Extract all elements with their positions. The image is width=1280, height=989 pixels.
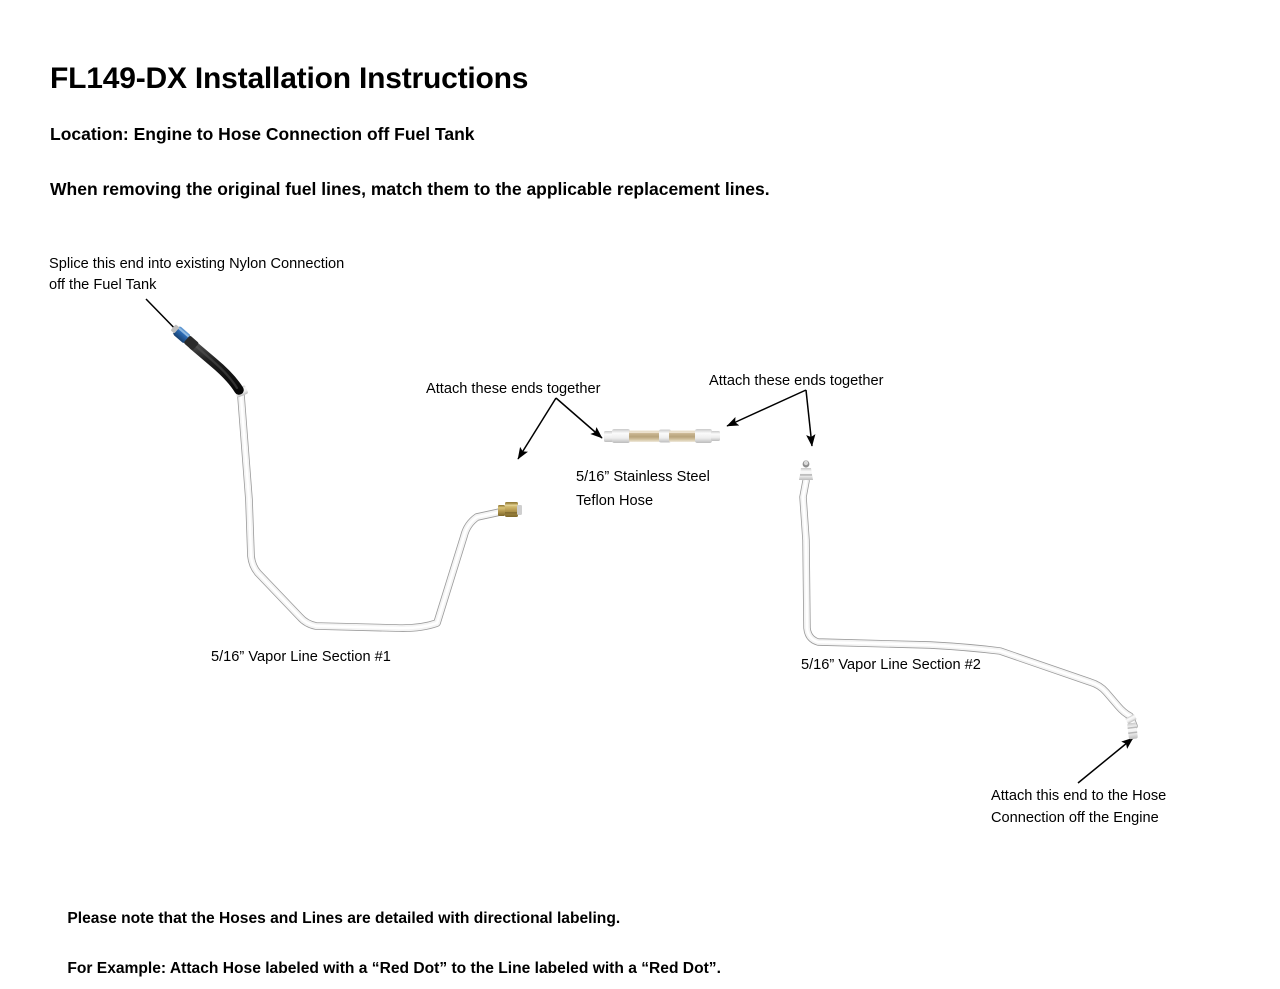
line2-tube-body: [800, 478, 1137, 729]
annotation-attach-engine-connection: Attach this end to the Hose Connection o…: [991, 788, 1167, 826]
arrow-to-engine-end: [1077, 737, 1134, 784]
line2-tube-highlight: [801, 479, 1136, 728]
footer-note-line-1: Please note that the Hoses and Lines are…: [67, 910, 621, 927]
vapor-line-section-2: [799, 460, 1138, 740]
teflon-hose-braid-1: [629, 430, 661, 442]
teflon-hose-left-fitting: [612, 429, 630, 443]
part-label-vapor-line-1: 5/16” Vapor Line Section #1: [211, 649, 391, 665]
annotation-attach-ends-left: Attach these ends together: [426, 381, 601, 397]
footer-note-line-2: For Example: Attach Hose labeled with a …: [67, 960, 721, 977]
line1-tube-outline: [237, 392, 504, 632]
page-title: FL149-DX Installation Instructions: [50, 62, 529, 95]
part-label-vapor-line-2: 5/16” Vapor Line Section #2: [801, 657, 981, 673]
line2-engine-end-fitting: [1125, 714, 1138, 740]
rubber-hose-highlight: [195, 345, 239, 390]
line1-tube-highlight: [239, 394, 502, 630]
arrow-right-to-hose-end: [726, 389, 807, 427]
stainless-teflon-hose: [604, 429, 720, 443]
line2-tube-outline: [799, 477, 1138, 730]
teflon-hose-right-tip: [711, 431, 720, 441]
nylon-connector-assembly: [171, 324, 244, 395]
leader-arrows: [145, 298, 1134, 784]
arrow-left-to-hose-end: [555, 397, 603, 439]
vapor-line-section-1: [234, 385, 522, 632]
part-label-teflon-hose: 5/16” Stainless Steel Teflon Hose: [576, 469, 710, 509]
rubber-hose: [188, 340, 244, 395]
annotation-splice-nylon-connection: Splice this end into existing Nylon Conn…: [49, 256, 345, 293]
location-line: Location: Engine to Hose Connection off …: [50, 124, 475, 144]
teflon-hose-braid-2: [669, 430, 697, 442]
line1-hose-collar: [234, 385, 248, 398]
teflon-hose-center-coupler: [659, 429, 671, 443]
footer-note: Please note that the Hoses and Lines are…: [50, 881, 721, 989]
matching-instruction-line: When removing the original fuel lines, m…: [50, 179, 770, 199]
line1-tube-body: [238, 393, 503, 632]
annotation-attach-ends-right: Attach these ends together: [709, 373, 884, 389]
arrow-to-nylon-connector: [145, 298, 185, 339]
teflon-hose-left-tip: [604, 431, 613, 442]
line1-brass-fitting: [498, 502, 522, 517]
line2-top-fitting: [799, 460, 813, 480]
arrow-right-to-line2-end: [805, 389, 816, 447]
arrow-left-to-line1-end: [517, 397, 557, 460]
teflon-hose-right-fitting: [695, 429, 712, 443]
quick-connect-fitting: [171, 324, 199, 350]
